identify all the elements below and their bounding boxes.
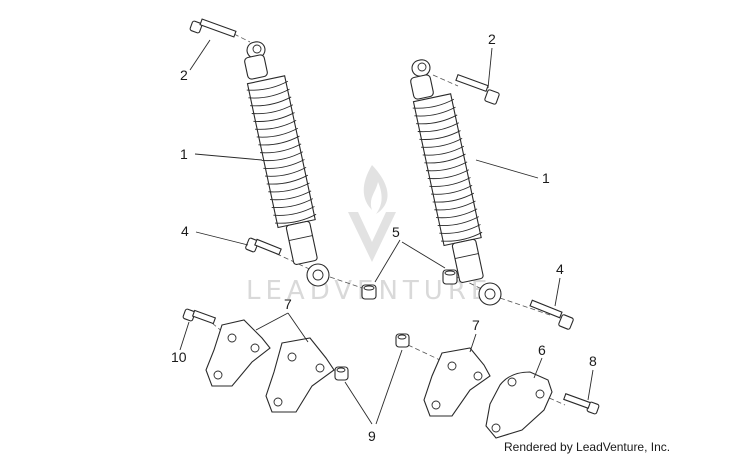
callout-2-right: 2 <box>488 31 496 47</box>
bracket-bolt-right <box>563 369 600 415</box>
callout-1-left: 1 <box>180 146 188 162</box>
callout-9: 9 <box>368 428 376 444</box>
render-credit: Rendered by LeadVenture, Inc. <box>504 440 670 454</box>
upper-bolt-right <box>455 47 500 105</box>
nut-9a <box>334 366 349 381</box>
nut-9b <box>395 333 410 348</box>
callout-4-left: 4 <box>181 223 189 239</box>
nut-5a <box>361 284 377 300</box>
callout-4-right: 4 <box>556 261 564 277</box>
bracket-6 <box>485 371 553 439</box>
callout-8: 8 <box>589 353 597 369</box>
lower-bolt-left <box>195 231 282 256</box>
upper-bolt-left <box>189 18 237 71</box>
callout-7-right: 7 <box>472 317 480 333</box>
callout-5: 5 <box>392 224 400 240</box>
left-shock-absorber <box>194 41 330 287</box>
bracket-bolt-left <box>179 308 217 351</box>
bracket-7-left-a <box>205 319 271 387</box>
callout-2-left: 2 <box>180 67 188 83</box>
bracket-7-right <box>423 347 491 417</box>
nut-5b <box>442 269 458 285</box>
flame-v-logo-icon <box>348 165 396 262</box>
lower-bolt-right <box>529 277 574 330</box>
callout-7-left: 7 <box>284 296 292 312</box>
callout-10: 10 <box>171 349 187 365</box>
right-shock-absorber <box>410 59 539 306</box>
callout-6: 6 <box>538 342 546 358</box>
bracket-7-left-b <box>265 337 335 413</box>
callout-1-right: 1 <box>542 170 550 186</box>
